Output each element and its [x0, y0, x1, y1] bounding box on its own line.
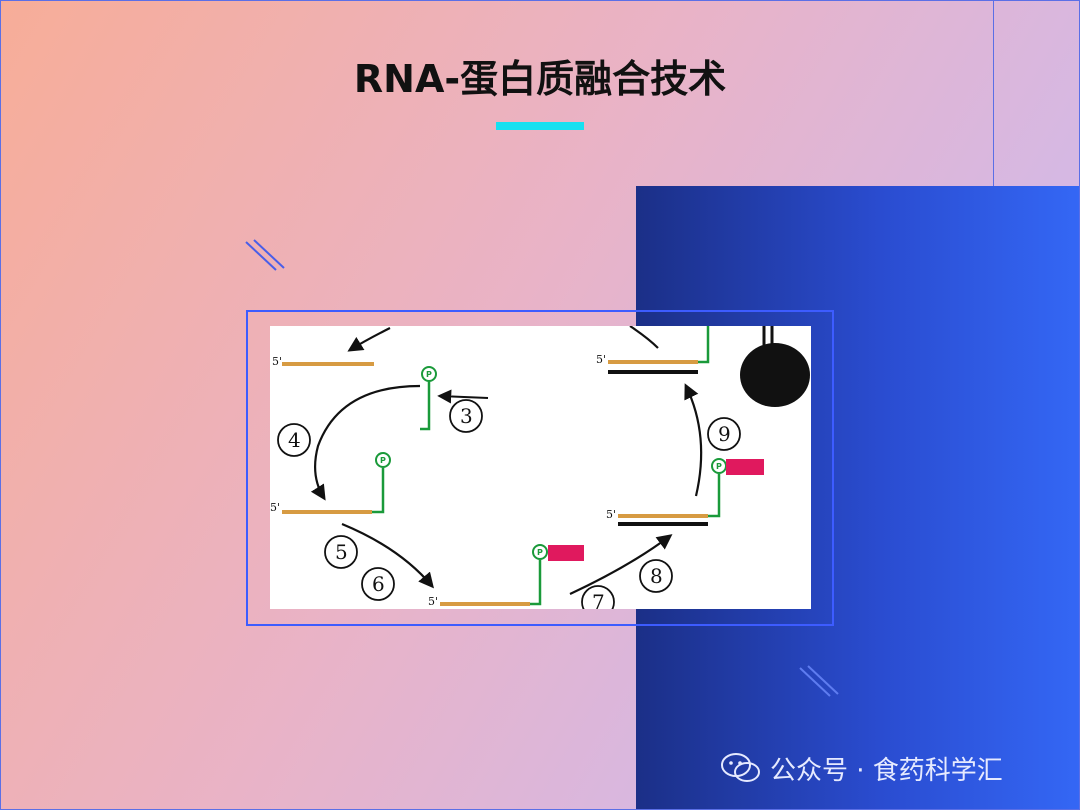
step-8-label: 8 [650, 564, 663, 588]
cycle-arrow-4 [315, 386, 420, 498]
step-5-label: 5 [335, 540, 348, 564]
puromycin-linker [420, 381, 429, 429]
protein-tag [548, 545, 584, 561]
puromycin-linker [372, 468, 383, 512]
puromycin-linker [708, 474, 719, 516]
phosphate-label: P [426, 370, 432, 379]
cycle-arrow-9 [686, 386, 701, 496]
cycle-arrow-top [630, 326, 658, 348]
watermark: 公众号 · 食药科学汇 [720, 748, 1003, 788]
phosphate-label: P [537, 548, 543, 557]
binding-arrow [440, 396, 488, 398]
five-prime-label: 5' [270, 501, 280, 514]
step-4-label: 4 [288, 428, 301, 452]
protein-tag [726, 459, 764, 475]
cycle-arrow [350, 328, 390, 350]
affinity-bead [740, 343, 810, 407]
page-title: RNA-蛋白质融合技术 [0, 48, 1080, 103]
mrna-display-svg: 5' P 3 4 5' P 5 6 5' P 7 [270, 326, 811, 609]
phosphate-label: P [380, 456, 386, 465]
five-prime-label: 5' [272, 355, 282, 368]
five-prime-label: 5' [606, 508, 616, 521]
decor-slash-left [244, 238, 288, 274]
wechat-icon [720, 750, 762, 786]
puromycin-linker [698, 326, 708, 362]
mrna-display-diagram: 5' P 3 4 5' P 5 6 5' P 7 [270, 326, 811, 609]
step-6-label: 6 [372, 572, 385, 596]
puromycin-linker [530, 560, 540, 604]
step-9-label: 9 [718, 422, 731, 446]
step-7-label: 7 [592, 590, 605, 609]
decor-slash-right [798, 664, 842, 700]
phosphate-label: P [716, 462, 722, 471]
watermark-text: 公众号 · 食药科学汇 [770, 750, 1003, 787]
title-accent-bar [496, 122, 584, 130]
step-3-label: 3 [460, 404, 473, 428]
five-prime-label: 5' [428, 595, 438, 608]
five-prime-label: 5' [596, 353, 606, 366]
